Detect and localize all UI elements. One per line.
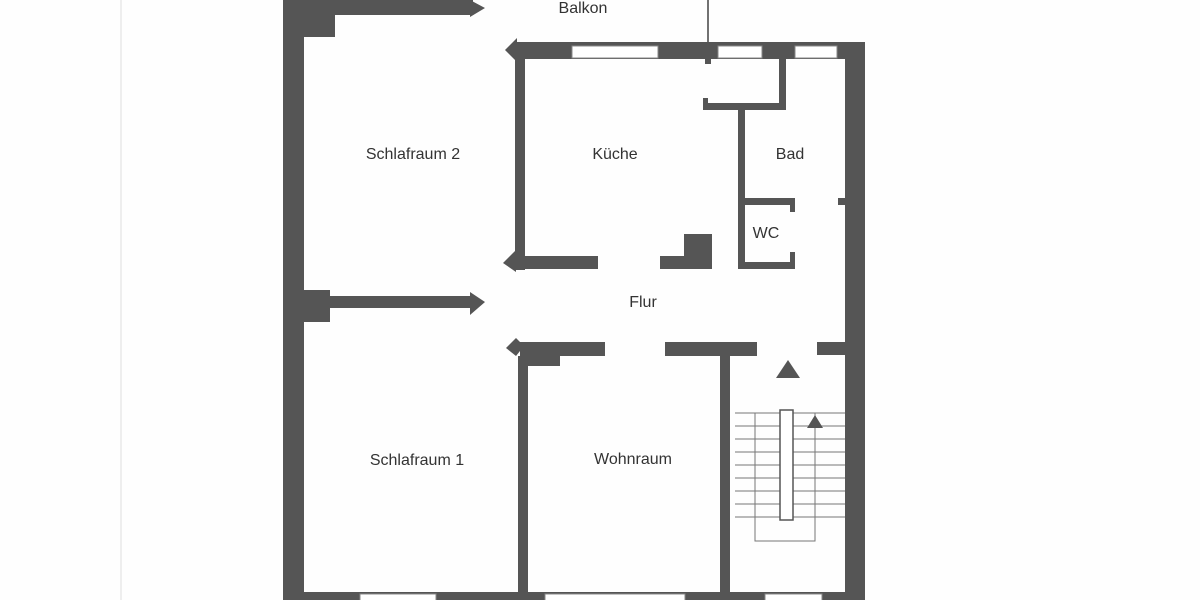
wall-bath (703, 103, 786, 110)
wall-right-outer (845, 42, 865, 600)
label-bathroom: Bad (776, 146, 804, 163)
wall-kitchen-left (515, 58, 525, 270)
walls (283, 0, 865, 600)
wall-stub (705, 58, 711, 64)
wall-end (505, 38, 517, 62)
wall-stub (790, 252, 795, 264)
wall-kitchen-bottom (515, 256, 598, 269)
room-labels: Balkon Schlafraum 2 Küche Bad WC Flur Sc… (366, 0, 804, 469)
wall-end (506, 338, 524, 356)
wall-chimney (660, 256, 712, 269)
label-hallway: Flur (629, 294, 657, 311)
wall-block (283, 290, 330, 322)
window (794, 45, 838, 59)
wall-end (470, 0, 485, 17)
window (544, 593, 686, 600)
wall-living-right (720, 356, 730, 600)
wall-bath (779, 58, 786, 110)
window (717, 45, 763, 59)
wall-stair-stub (817, 342, 847, 355)
window (571, 45, 659, 59)
up-arrow-icon (776, 360, 800, 378)
label-living: Wohnraum (594, 451, 672, 468)
staircase (735, 360, 845, 542)
wall-bedroom-divider (330, 296, 472, 308)
wall-wc-bottom (738, 262, 795, 269)
wall-living-top (520, 342, 605, 356)
wall-chimney (684, 234, 712, 256)
wall-bath-left (738, 110, 745, 268)
window (764, 593, 823, 600)
window (359, 593, 437, 600)
stair-well (779, 409, 794, 521)
wall-wc-top (738, 198, 795, 205)
label-kitchen: Küche (592, 146, 637, 163)
wall-end (503, 250, 516, 272)
wall-top-left (283, 0, 473, 15)
wall-stub (838, 198, 846, 205)
label-balcony: Balkon (559, 0, 608, 17)
label-bedroom1: Schlafraum 1 (370, 452, 464, 469)
wall-stub (703, 98, 708, 106)
wall-bedroom1-right (518, 356, 528, 600)
label-wc: WC (753, 225, 780, 242)
label-bedroom2: Schlafraum 2 (366, 146, 460, 163)
wall-living-top-right (665, 342, 757, 356)
wall-end (470, 292, 485, 315)
wall-block (520, 356, 560, 366)
wall-stub (790, 204, 795, 212)
stair-arrow-icon (807, 415, 823, 428)
